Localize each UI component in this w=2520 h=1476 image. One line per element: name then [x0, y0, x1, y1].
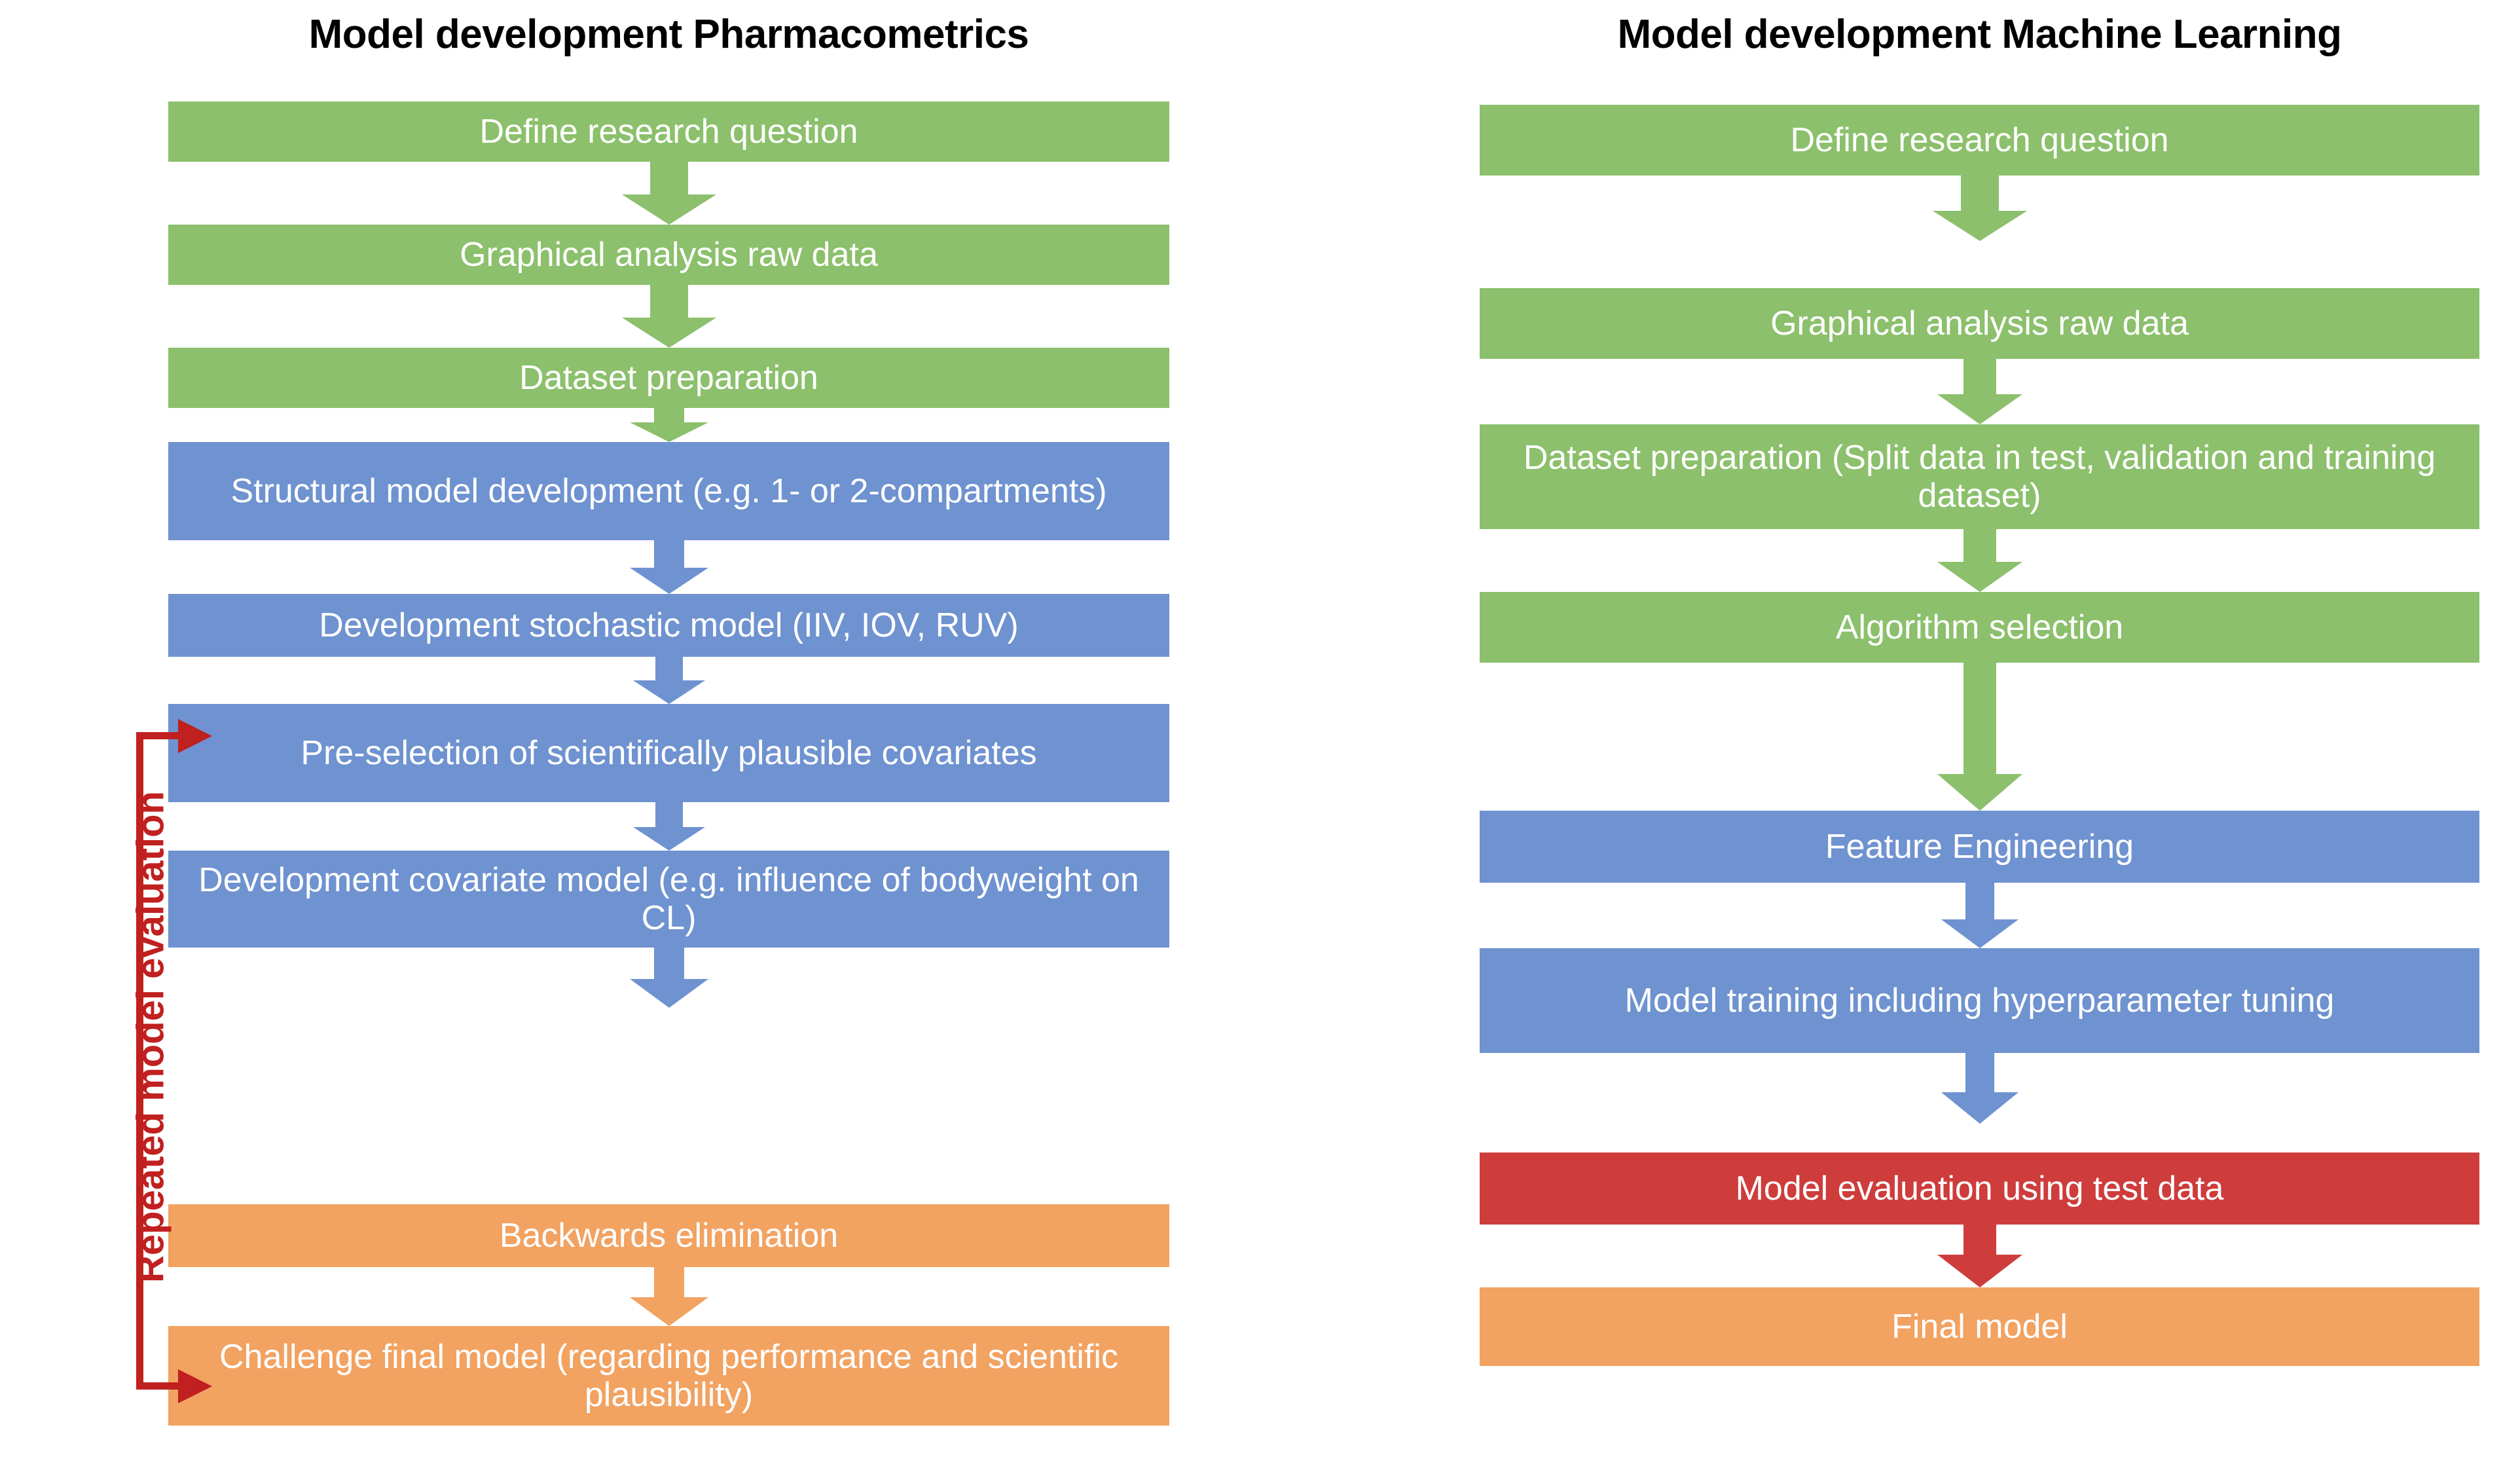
right-column-title: Model development Machine Learning	[1617, 12, 2342, 57]
node-stochastic-model-pm[interactable]: Development stochastic model (IIV, IOV, …	[168, 594, 1169, 657]
arrow-connector	[1937, 359, 2022, 424]
bracket-vertical-line	[136, 732, 143, 1390]
arrow-connector	[632, 802, 705, 851]
node-feature-engineering-ml[interactable]: Feature Engineering	[1480, 811, 2479, 883]
arrow-connector	[1932, 175, 2027, 241]
node-label: Algorithm selection	[1835, 608, 2124, 646]
node-label: Graphical analysis raw data	[460, 235, 878, 274]
arrow-connector	[1937, 663, 2022, 811]
node-label: Dataset preparation	[519, 358, 818, 397]
arrow-connector	[1937, 529, 2022, 592]
node-model-training-ml[interactable]: Model training including hyperparameter …	[1480, 948, 2479, 1053]
node-backwards-elimination-pm[interactable]: Backwards elimination	[168, 1204, 1169, 1267]
node-structural-model-pm[interactable]: Structural model development (e.g. 1- or…	[168, 442, 1169, 540]
node-label: Challenge final model (regarding perform…	[219, 1337, 1118, 1414]
bracket-top-segment	[136, 732, 181, 739]
node-define-research-question-ml[interactable]: Define research question	[1480, 105, 2479, 175]
node-label: Define research question	[1790, 120, 2169, 159]
node-label: Development covariate model (e.g. influe…	[198, 860, 1139, 937]
arrow-connector	[621, 285, 716, 348]
node-algorithm-selection-ml[interactable]: Algorithm selection	[1480, 592, 2479, 663]
node-graphical-analysis-ml[interactable]: Graphical analysis raw data	[1480, 288, 2479, 359]
arrow-connector	[1941, 1053, 2018, 1124]
node-label: Graphical analysis raw data	[1770, 304, 2189, 342]
node-dataset-preparation-ml[interactable]: Dataset preparation (Split data in test,…	[1480, 424, 2479, 529]
arrow-connector	[629, 540, 708, 594]
arrow-connector	[629, 408, 708, 442]
node-label: Model evaluation using test data	[1735, 1169, 2224, 1208]
bracket-top-arrowhead-icon	[178, 719, 212, 753]
bracket-bottom-segment	[136, 1382, 181, 1390]
machine-learning-column: Model development Machine Learning Defin…	[1480, 0, 2479, 1476]
node-graphical-analysis-pm[interactable]: Graphical analysis raw data	[168, 225, 1169, 285]
repeated-evaluation-label: Repeated model evaluation	[129, 791, 172, 1283]
node-label: Define research question	[479, 112, 858, 151]
node-label: Final model	[1891, 1307, 2068, 1346]
arrow-connector	[1941, 883, 2018, 948]
node-label: Development stochastic model (IIV, IOV, …	[319, 606, 1019, 644]
node-covariate-model-pm[interactable]: Development covariate model (e.g. influe…	[168, 851, 1169, 948]
node-label: Model training including hyperparameter …	[1624, 981, 2335, 1020]
node-label: Feature Engineering	[1825, 827, 2134, 866]
bracket-bottom-arrowhead-icon	[178, 1369, 212, 1403]
node-model-evaluation-ml[interactable]: Model evaluation using test data	[1480, 1153, 2479, 1225]
node-label: Backwards elimination	[499, 1216, 839, 1255]
arrow-connector	[629, 1267, 708, 1326]
node-preselection-covariates-pm[interactable]: Pre-selection of scientifically plausibl…	[168, 704, 1169, 802]
node-dataset-preparation-pm[interactable]: Dataset preparation	[168, 348, 1169, 408]
node-label: Structural model development (e.g. 1- or…	[230, 471, 1107, 510]
node-label: Pre-selection of scientifically plausibl…	[301, 733, 1037, 772]
repeated-evaluation-annotation: Repeated model evaluation	[39, 719, 212, 1403]
arrow-connector	[1937, 1225, 2022, 1287]
node-label: Dataset preparation (Split data in test,…	[1523, 438, 2436, 515]
pharmacometrics-column: Model development Pharmacometrics Define…	[168, 0, 1169, 1476]
node-challenge-final-model-pm[interactable]: Challenge final model (regarding perform…	[168, 1326, 1169, 1426]
arrow-connector	[621, 162, 716, 225]
arrow-connector	[632, 657, 705, 704]
node-final-model-ml[interactable]: Final model	[1480, 1287, 2479, 1366]
arrow-connector	[629, 948, 708, 1008]
left-column-title: Model development Pharmacometrics	[308, 12, 1029, 57]
node-define-research-question-pm[interactable]: Define research question	[168, 101, 1169, 162]
